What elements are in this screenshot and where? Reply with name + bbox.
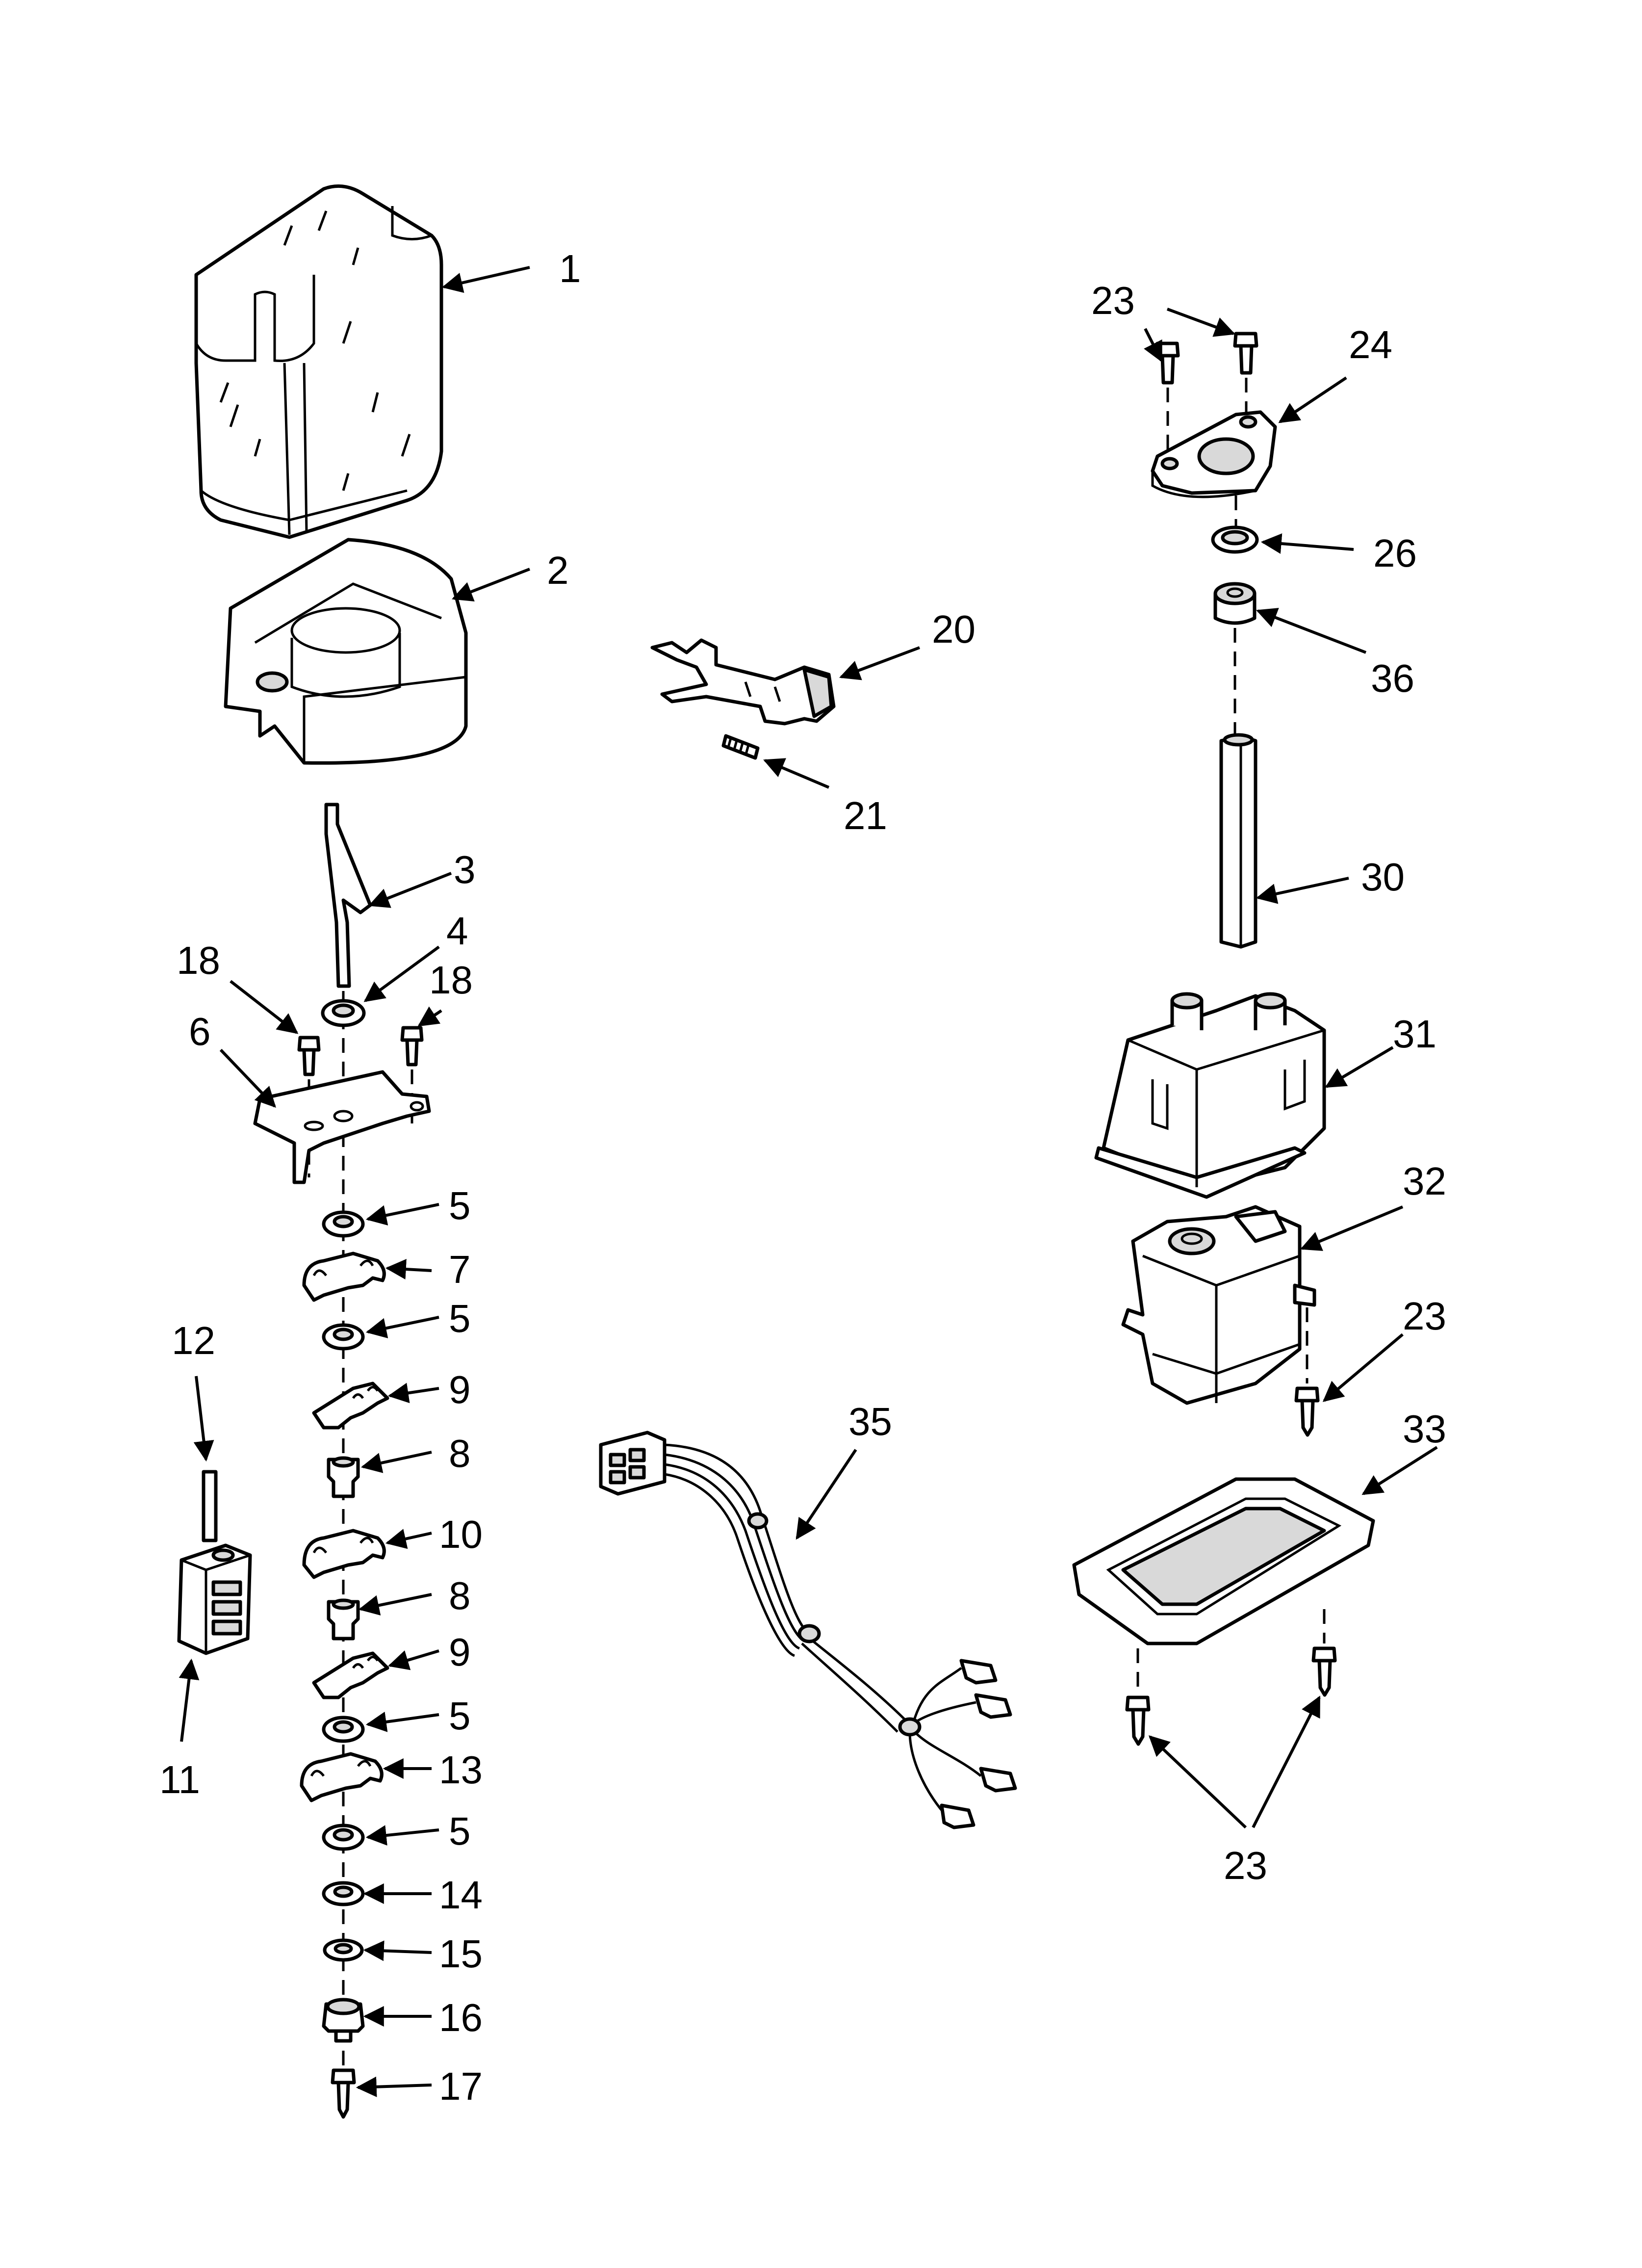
part-5-spacer-d	[322, 1824, 365, 1851]
part-24-mounting-plate	[1151, 410, 1277, 498]
part-26-washer	[1211, 525, 1259, 554]
part-23-screw-bottom-right	[1311, 1646, 1337, 1697]
callout-20: 20	[932, 607, 975, 651]
callout-31: 31	[1393, 1012, 1437, 1056]
part-23-screw-top-left	[1155, 341, 1180, 385]
part-36-bushing	[1213, 582, 1257, 625]
part-32-auger-motor	[1121, 1205, 1316, 1405]
callout-15: 15	[439, 1932, 483, 1976]
callout-4: 4	[446, 909, 468, 953]
part-12-pin	[202, 1470, 218, 1542]
part-8-bearing-a	[327, 1456, 360, 1498]
callout-24: 24	[1349, 323, 1392, 366]
part-18-screw-right	[400, 1026, 424, 1067]
callout-35: 35	[848, 1400, 892, 1443]
callout-9-a: 9	[449, 1368, 471, 1411]
part-2-auger-housing	[224, 538, 468, 765]
part-23-screw-motor	[1294, 1386, 1320, 1437]
callout-8-b: 8	[449, 1574, 471, 1617]
callout-33: 33	[1403, 1407, 1446, 1451]
callout-23-motor: 23	[1403, 1294, 1446, 1338]
part-16-coupler	[322, 1998, 365, 2043]
callout-5-c: 5	[449, 1694, 471, 1738]
callout-labels: 1 2 3 4 18 18 6 5 7 5 9 8 10 8 9 5 13 5 …	[159, 247, 1446, 2108]
callout-32: 32	[1403, 1159, 1446, 1203]
part-7-cam	[302, 1251, 386, 1302]
callout-14: 14	[439, 1873, 483, 1917]
part-5-spacer-c	[322, 1716, 365, 1743]
part-3-crank-rod	[324, 803, 372, 988]
part-13-cam	[300, 1752, 384, 1802]
part-20-lever	[650, 638, 836, 726]
callout-12: 12	[172, 1319, 215, 1362]
callout-7: 7	[449, 1248, 471, 1291]
part-5-spacer-b	[322, 1323, 365, 1351]
callout-16: 16	[439, 1996, 483, 2039]
callout-11: 11	[159, 1758, 200, 1801]
part-10-cam	[302, 1529, 386, 1579]
callout-2: 2	[547, 548, 569, 592]
callout-18-left: 18	[177, 938, 220, 982]
callout-8-a: 8	[449, 1432, 471, 1475]
callout-3: 3	[454, 848, 476, 891]
callout-23-top: 23	[1091, 279, 1135, 322]
callout-1: 1	[559, 247, 581, 290]
part-8-bearing-b	[327, 1598, 360, 1641]
callout-6: 6	[189, 1010, 211, 1053]
part-23-screw-bottom-left	[1125, 1695, 1151, 1746]
part-1-bin-cover	[194, 184, 443, 539]
part-23-screw-top-right	[1233, 332, 1258, 375]
part-21-spring	[721, 734, 760, 760]
callout-30: 30	[1361, 855, 1405, 899]
callout-21: 21	[844, 794, 887, 837]
callout-17: 17	[439, 2064, 483, 2108]
leader-lines	[179, 266, 1438, 2097]
part-9-cam-plate-b	[312, 1651, 389, 1699]
callout-36: 36	[1371, 656, 1414, 700]
callout-10: 10	[439, 1512, 483, 1556]
callout-26: 26	[1373, 531, 1417, 575]
part-33-gasket	[1072, 1477, 1375, 1645]
callout-23-bottom: 23	[1224, 1844, 1267, 1887]
part-4-bushing	[321, 999, 366, 1027]
part-9-cam-plate-a	[312, 1382, 389, 1430]
part-30-hex-shaft	[1219, 733, 1257, 949]
callout-5-b: 5	[449, 1297, 471, 1340]
part-14-washer	[322, 1881, 365, 1906]
part-15-washer	[323, 1938, 364, 1962]
part-17-screw	[331, 2068, 356, 2119]
callout-13: 13	[439, 1748, 483, 1792]
part-6-bracket	[253, 1070, 431, 1184]
part-11-block	[177, 1543, 252, 1655]
callout-5-a: 5	[449, 1184, 471, 1227]
part-35-wire-harness	[599, 1431, 1017, 1829]
part-5-spacer-a	[322, 1210, 365, 1238]
callout-18-right: 18	[429, 958, 473, 1002]
part-18-screw-left	[297, 1036, 321, 1076]
callout-5-d: 5	[449, 1809, 471, 1853]
part-31-motor-cover	[1094, 992, 1326, 1199]
callout-9-b: 9	[449, 1630, 471, 1674]
